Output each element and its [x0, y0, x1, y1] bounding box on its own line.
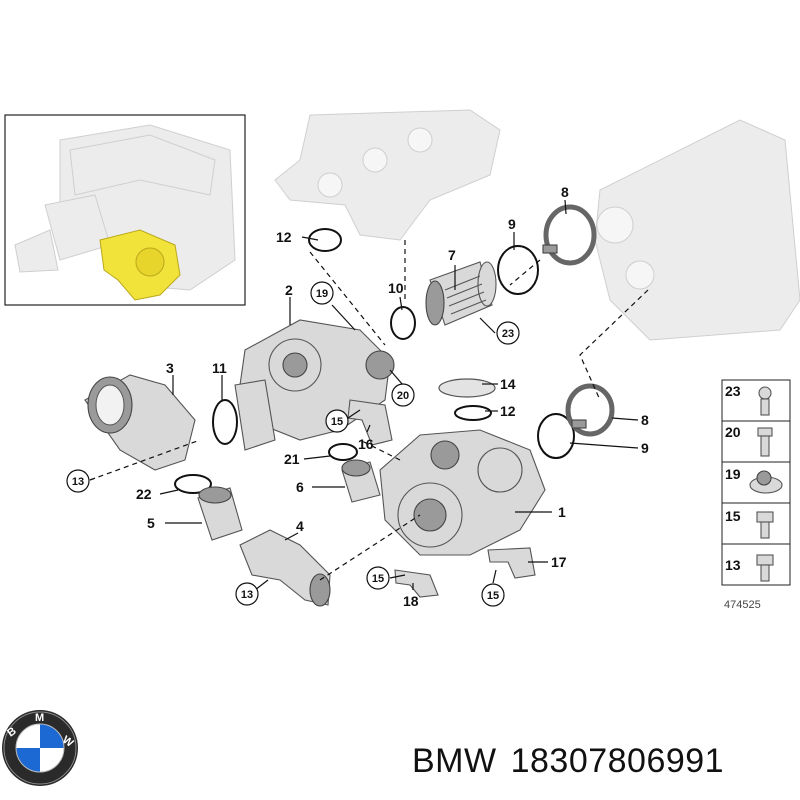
gasket-9-top: [497, 245, 539, 295]
circled-callout-13-left: 13: [66, 469, 90, 493]
assembly-line-6: [319, 514, 421, 581]
circled-callout-15-mid: 15: [366, 566, 390, 590]
assembly-line-1: [309, 251, 386, 346]
part-caption: BMW 18307806991: [412, 742, 738, 781]
callout-7: 7: [448, 247, 456, 263]
svg-text:M: M: [35, 712, 44, 724]
svg-text:23: 23: [502, 328, 514, 340]
svg-text:20: 20: [397, 390, 409, 402]
o-ring-22: [174, 474, 212, 494]
legend-label-23: 23: [725, 383, 741, 399]
sleeve-5-part: [197, 486, 243, 541]
charge-pipe-4-part: [239, 529, 331, 607]
legend-label-15: 15: [725, 508, 741, 524]
circled-callout-13-bottom: 13: [235, 582, 259, 606]
svg-text:19: 19: [316, 288, 328, 300]
diagram-reference-id: 474525: [724, 599, 761, 611]
o-ring-10: [390, 306, 416, 340]
bolt-13-icon: [756, 554, 774, 582]
callout-5: 5: [147, 515, 155, 531]
callout-16: 16: [358, 436, 374, 452]
gasket-9-mid: [537, 413, 575, 459]
callout-12-mid: 12: [500, 403, 516, 419]
circled-callout-19: 19: [310, 281, 334, 305]
svg-text:15: 15: [487, 590, 499, 602]
callout-9-top: 9: [508, 216, 516, 232]
bolt-23-icon: [758, 386, 772, 416]
callout-3: 3: [166, 360, 174, 376]
svg-text:13: 13: [241, 589, 253, 601]
callout-11: 11: [212, 360, 227, 376]
circled-callout-15-right: 15: [481, 583, 505, 607]
svg-text:15: 15: [331, 416, 343, 428]
svg-text:15: 15: [372, 573, 384, 585]
sealing-ring-14: [438, 378, 496, 398]
callout-14: 14: [500, 376, 516, 392]
turbocharger-main-part: [379, 429, 546, 556]
part-number: 18307806991: [510, 742, 725, 780]
assembly-line-5: [89, 439, 201, 481]
circled-callout-23: 23: [496, 321, 520, 345]
svg-text:13: 13: [72, 476, 84, 488]
bracket-18: [394, 569, 439, 598]
circled-callout-15-upper: 15: [325, 409, 349, 433]
fastener-legend: 23 20 19 15 13: [721, 379, 791, 586]
v-band-clamp-top: [542, 204, 597, 266]
bolt-15-icon: [756, 511, 774, 539]
callout-1: 1: [558, 504, 566, 520]
o-ring-21: [328, 443, 358, 461]
callout-10: 10: [388, 280, 404, 296]
air-inlet-duct-part: [84, 374, 196, 471]
brand-name: BMW: [412, 742, 497, 780]
assembly-line-3: [509, 259, 541, 286]
callout-9-mid: 9: [641, 440, 649, 456]
callout-22: 22: [136, 486, 152, 502]
callout-18: 18: [403, 593, 419, 609]
callout-8-mid: 8: [641, 412, 649, 428]
callout-21: 21: [284, 451, 300, 467]
o-ring-12-top: [308, 228, 342, 252]
flex-pipe-part: [425, 261, 497, 326]
leader-lines: [89, 199, 639, 591]
circled-callout-20: 20: [391, 383, 415, 407]
legend-label-13: 13: [725, 557, 741, 573]
bmw-logo: B M W: [2, 710, 78, 786]
assembly-line-7: [359, 439, 401, 461]
engine-overview-inset: [4, 114, 246, 306]
exhaust-manifold-ghost: [274, 109, 501, 241]
bracket-17: [487, 547, 536, 579]
callout-17: 17: [551, 554, 567, 570]
callout-8-top: 8: [561, 184, 569, 200]
sleeve-6-part: [341, 459, 381, 503]
callout-2: 2: [285, 282, 293, 298]
gasket-11: [212, 399, 238, 445]
callout-4: 4: [296, 518, 304, 534]
o-ring-12-mid: [454, 405, 492, 421]
callout-6: 6: [296, 479, 304, 495]
v-band-clamp-mid: [565, 383, 615, 437]
assembly-line-4: [579, 289, 649, 401]
catalytic-converter-ghost: [594, 119, 800, 341]
legend-label-20: 20: [725, 424, 741, 440]
legend-label-19: 19: [725, 466, 741, 482]
bolt-20-icon: [757, 427, 773, 457]
nut-19-icon: [749, 470, 783, 494]
callout-12-top: 12: [276, 229, 292, 245]
